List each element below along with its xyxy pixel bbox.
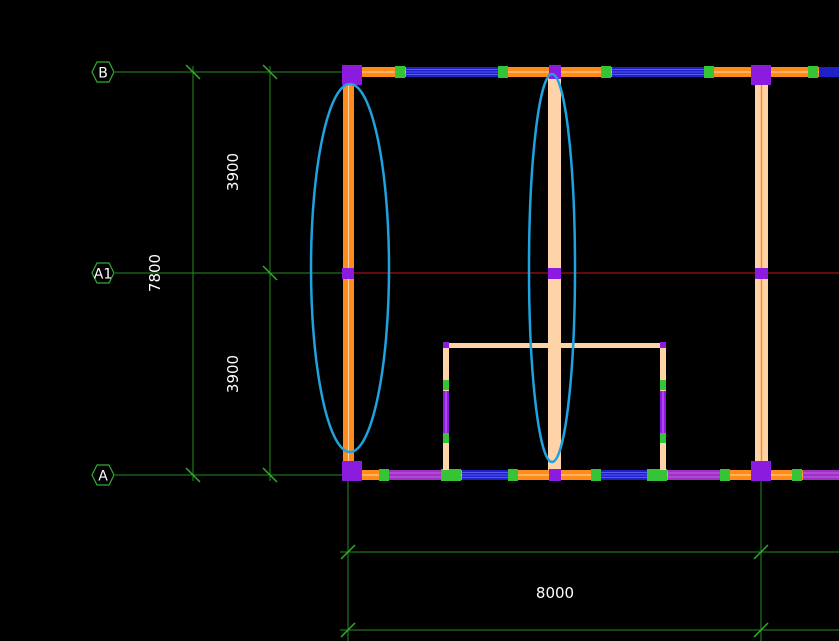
axis-bubble-a[interactable]: A bbox=[91, 464, 115, 486]
highlight-ellipse-middle bbox=[527, 72, 577, 464]
axis-label-a1: A1 bbox=[94, 267, 112, 283]
dim-text-total-height: 7800 bbox=[146, 254, 164, 292]
column-left-mid[interactable] bbox=[342, 268, 354, 279]
column-right-top[interactable] bbox=[751, 65, 771, 85]
column-mid-top[interactable] bbox=[549, 65, 561, 79]
dimension-ticks bbox=[185, 64, 769, 638]
columns bbox=[342, 65, 771, 481]
column-mid-mid[interactable] bbox=[548, 268, 561, 279]
column-right-mid[interactable] bbox=[755, 268, 768, 279]
axis-bubble-b[interactable]: B bbox=[91, 61, 115, 83]
dim-text-lower-span: 3900 bbox=[224, 355, 242, 393]
column-left-bottom[interactable] bbox=[342, 461, 362, 481]
axis-label-b: B bbox=[98, 66, 108, 82]
inner-frame[interactable] bbox=[443, 342, 666, 470]
beam-axis-a[interactable] bbox=[360, 469, 839, 481]
beam-axis-b[interactable] bbox=[360, 66, 839, 78]
column-right-bottom[interactable] bbox=[751, 461, 771, 481]
column-mid-bottom[interactable] bbox=[549, 469, 561, 481]
axis-label-a: A bbox=[98, 469, 108, 485]
column-left-top[interactable] bbox=[342, 65, 362, 85]
dim-text-bay-width: 8000 bbox=[536, 584, 574, 602]
dim-text-upper-span: 3900 bbox=[224, 153, 242, 191]
highlight-ellipse-left bbox=[309, 82, 391, 454]
axis-bubble-a1[interactable]: A1 bbox=[91, 262, 115, 284]
